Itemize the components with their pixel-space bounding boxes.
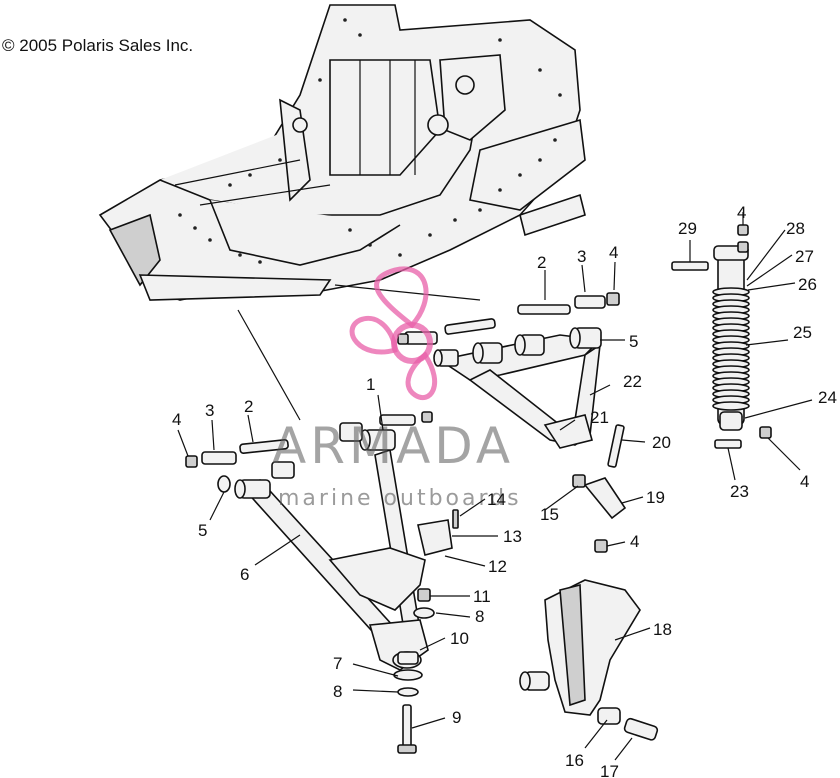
callout-21: 21 (590, 408, 609, 427)
chassis-frame (98, 4, 586, 301)
callout-15: 15 (540, 505, 559, 524)
callout-4: 4 (737, 203, 746, 222)
callout-10: 10 (450, 629, 469, 648)
spindle-bracket (519, 579, 659, 741)
callout-5: 5 (198, 521, 207, 540)
callout-16: 16 (565, 751, 584, 770)
callout-3: 3 (577, 247, 586, 266)
callout-4: 4 (172, 410, 181, 429)
callout-4: 4 (630, 532, 639, 551)
callout-14: 14 (487, 490, 506, 509)
callout-11: 11 (473, 587, 491, 606)
callout-28: 28 (786, 219, 805, 238)
upper-pins (397, 292, 620, 345)
callout-17: 17 (600, 762, 619, 778)
leader-frame-to-upper (334, 284, 481, 301)
callout-29: 29 (678, 219, 697, 238)
callout-1: 1 (366, 375, 375, 394)
callout-27: 27 (795, 247, 814, 266)
callout-26: 26 (798, 275, 817, 294)
shock-absorber (671, 224, 772, 449)
callout-8: 8 (333, 682, 342, 701)
callout-5: 5 (629, 332, 638, 351)
leader-frame-to-arm (237, 309, 301, 421)
ball-joint-hardware (392, 424, 627, 754)
lower-a-arm (217, 422, 429, 671)
callout-7: 7 (333, 654, 342, 673)
watermark: ARMADA marine outboards (272, 266, 522, 511)
leader-lines (177, 212, 813, 761)
callout-3: 3 (205, 401, 214, 420)
callout-18: 18 (653, 620, 672, 639)
callout-9: 9 (452, 708, 461, 727)
callout-4: 4 (609, 243, 618, 262)
callout-2: 2 (537, 253, 546, 272)
callout-20: 20 (652, 433, 671, 452)
watermark-subtitle: marine outboards (278, 486, 522, 511)
watermark-title: ARMADA (272, 417, 514, 475)
copyright-notice: © 2005 Polaris Sales Inc. (2, 36, 194, 55)
callout-8: 8 (475, 607, 484, 626)
callout-4: 4 (800, 472, 809, 491)
callout-19: 19 (646, 488, 665, 507)
callout-23: 23 (730, 482, 749, 501)
callout-25: 25 (793, 323, 812, 342)
callout-labels: 1 2 2 3 3 4 4 4 4 4 5 5 6 7 8 8 9 10 11 … (172, 203, 837, 778)
callout-6: 6 (240, 565, 249, 584)
callout-13: 13 (503, 527, 522, 546)
callout-22: 22 (623, 372, 642, 391)
callout-24: 24 (818, 388, 837, 407)
callout-12: 12 (488, 557, 507, 576)
upper-a-arm (433, 327, 602, 449)
lower-pins (185, 411, 433, 468)
watermark-logo-icon (349, 266, 438, 400)
callout-2: 2 (244, 397, 253, 416)
